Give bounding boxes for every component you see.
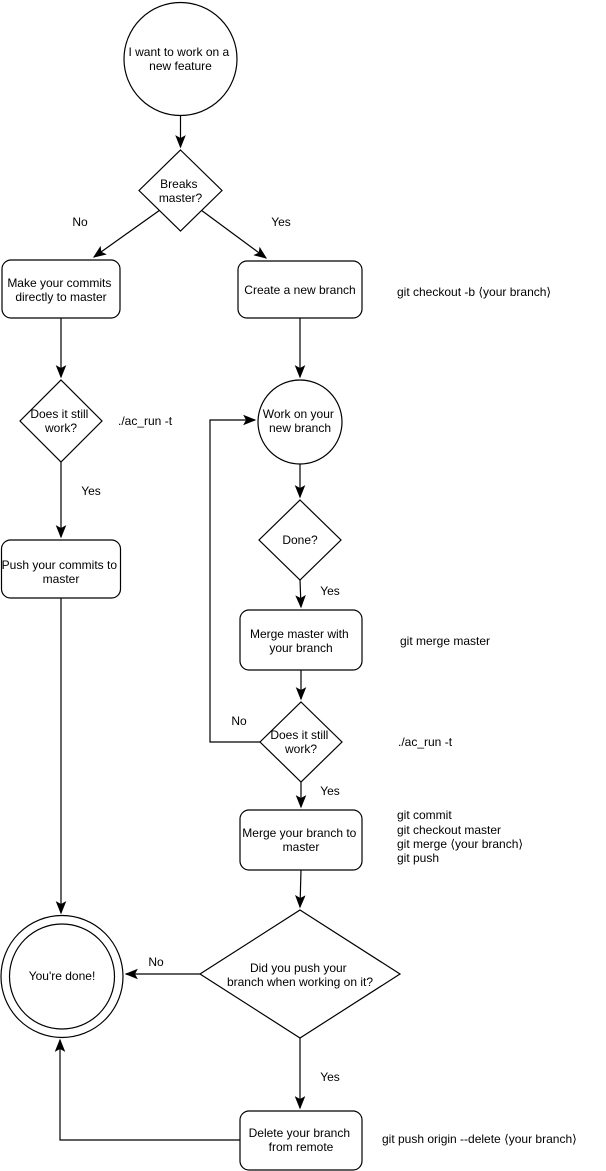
- node-did-push: Did you push your branch when working on…: [198, 909, 402, 1039]
- node-work-branch: Work on your new branch: [257, 379, 343, 465]
- does-it-work-mid-diamond-shape: [259, 701, 343, 783]
- push-commits-line-2: master: [43, 572, 80, 586]
- node-done-label: Done?: [282, 533, 318, 547]
- node-push-commits: Push your commits to master: [0, 539, 122, 599]
- node-youre-done: You're done!: [0, 914, 124, 1039]
- merge-branch-line-1: Merge your branch to: [242, 826, 356, 840]
- edge-done-yes-to-merge-master: [295, 579, 306, 609]
- node-breaks-master: Breaks master?: [138, 149, 223, 232]
- node-merge-branch: Merge your branch to master: [239, 809, 363, 871]
- did-push-line-1: Did you push your: [250, 961, 347, 975]
- node-create-branch-label: Create a new branch: [244, 283, 355, 297]
- does-it-work-mid-line-2: work?: [284, 742, 317, 756]
- node-make-commits-label: Make your commits directly to master: [7, 276, 114, 304]
- does-it-work-left-line-1: Does it still: [30, 407, 88, 421]
- annotation-ac-run-left: ./ac_run -t: [118, 414, 173, 428]
- youre-done-line-1: You're done!: [29, 969, 96, 983]
- breaks-master-line-2: master?: [159, 191, 203, 205]
- node-did-push-label: Did you push your branch when working on…: [227, 961, 373, 989]
- node-done: Done?: [258, 499, 342, 581]
- annotation-ac-run-mid: ./ac_run -t: [398, 735, 453, 749]
- edge-label-yes-work-mid: Yes: [320, 784, 340, 798]
- node-start-label: I want to work on a new feature: [128, 45, 232, 73]
- make-commits-rect-shape: [1, 259, 121, 319]
- annotation-git-merge-branch: git merge ⟨your branch⟩: [397, 837, 523, 851]
- merge-master-line-2: your branch: [269, 641, 332, 655]
- breaks-master-diamond-shape: [138, 149, 223, 232]
- annotation-push-delete: git push origin --delete ⟨your branch⟩: [382, 1132, 577, 1146]
- work-branch-line-2: new branch: [269, 421, 331, 435]
- did-push-line-2: branch when working on it?: [227, 975, 373, 989]
- annotation-merge-master: git merge master: [400, 634, 490, 648]
- edge-label-yes-work-left: Yes: [81, 484, 101, 498]
- delete-branch-line-2: from remote: [269, 1140, 334, 1154]
- does-it-work-left-diamond-shape: [19, 379, 103, 463]
- merge-branch-line-2: master: [283, 840, 320, 854]
- edge-does-it-work-mid-no-loop: [209, 414, 260, 743]
- make-commits-line-1: Make your commits: [7, 276, 111, 290]
- done-diamond-shape: [258, 499, 342, 581]
- node-merge-master: Merge master with your branch: [239, 609, 363, 671]
- make-commits-line-2: directly to master: [15, 290, 106, 304]
- node-youre-done-label: You're done!: [29, 969, 96, 983]
- delete-branch-rect-shape: [239, 1110, 363, 1171]
- edge-label-yes-done: Yes: [320, 584, 340, 598]
- did-push-diamond-shape: [198, 909, 402, 1039]
- start-circle-shape: [123, 1, 238, 117]
- node-merge-branch-label: Merge your branch to master: [242, 826, 359, 854]
- annotation-git-push: git push: [397, 851, 439, 865]
- edge-delete-branch-to-youre-done-loop: [54, 1038, 240, 1141]
- node-delete-branch: Delete your branch from remote: [239, 1110, 363, 1171]
- annotation-merge-branch-cmds: git commit git checkout master git merge…: [397, 808, 526, 865]
- edge-label-no-did-push: No: [148, 955, 164, 969]
- edge-label-no-breaks: No: [72, 215, 88, 229]
- edge-label-yes-did-push: Yes: [320, 1070, 340, 1084]
- delete-branch-line-1: Delete your branch: [249, 1126, 350, 1140]
- push-commits-rect-shape: [0, 539, 122, 599]
- node-start-line-1: I want to work on a: [128, 45, 229, 59]
- merge-master-rect-shape: [239, 609, 363, 671]
- node-does-it-work-left: Does it still work?: [19, 379, 103, 463]
- edge-breaks-master-no: [92, 209, 161, 258]
- node-start-line-2: new feature: [149, 59, 212, 73]
- edge-label-no-work-mid: No: [231, 714, 247, 728]
- does-it-work-mid-line-1: Does it still: [270, 728, 328, 742]
- annotation-git-checkout-master: git checkout master: [397, 823, 501, 837]
- node-create-branch: Create a new branch: [237, 260, 363, 319]
- node-work-branch-label: Work on your new branch: [263, 407, 337, 435]
- node-breaks-master-label: Breaks master?: [159, 177, 203, 205]
- annotation-git-commit: git commit: [397, 808, 452, 822]
- merge-branch-rect-shape: [239, 809, 363, 871]
- node-push-commits-label: Push your commits to master: [2, 558, 121, 586]
- node-start: I want to work on a new feature: [123, 1, 238, 117]
- create-branch-rect-shape: [237, 260, 363, 319]
- edge-breaks-master-yes: [200, 209, 268, 259]
- edge-merge-branch-to-did-push: [295, 869, 306, 909]
- node-does-it-work-mid-label: Does it still work?: [270, 728, 331, 756]
- breaks-master-line-1: Breaks: [160, 177, 197, 191]
- work-branch-circle-shape: [257, 379, 343, 465]
- node-delete-branch-label: Delete your branch from remote: [249, 1126, 354, 1154]
- done-line-1: Done?: [282, 533, 318, 547]
- does-it-work-left-line-2: work?: [44, 421, 77, 435]
- youre-done-inner-circle-shape: [8, 923, 116, 1030]
- annotation-checkout-branch: git checkout -b ⟨your branch⟩: [397, 285, 551, 299]
- node-make-commits: Make your commits directly to master: [1, 259, 121, 319]
- push-commits-line-1: Push your commits to: [2, 558, 118, 572]
- work-branch-line-1: Work on your: [263, 407, 334, 421]
- node-merge-master-label: Merge master with your branch: [250, 627, 352, 655]
- node-does-it-work-mid: Does it still work?: [259, 701, 343, 783]
- node-does-it-work-left-label: Does it still work?: [30, 407, 91, 435]
- merge-master-line-1: Merge master with: [250, 627, 349, 641]
- edge-label-yes-breaks: Yes: [271, 215, 291, 229]
- create-branch-line-1: Create a new branch: [244, 283, 355, 297]
